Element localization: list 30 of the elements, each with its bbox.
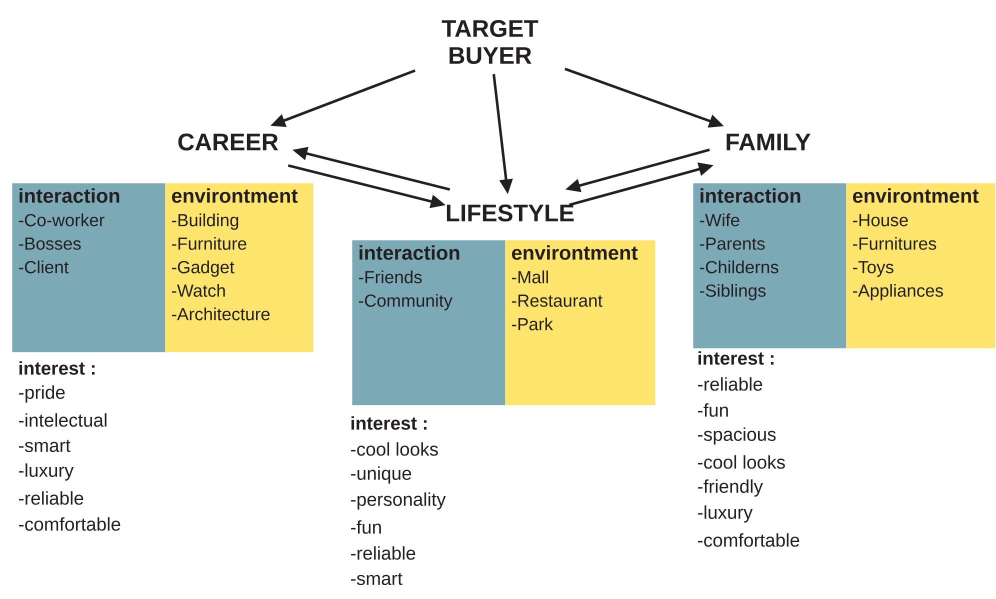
category-box: interaction -Wife -Parents -Childerns -Siblings: [693, 183, 846, 348]
list-item: -comfortable: [19, 517, 120, 531]
heading-text: FAMILY: [726, 134, 811, 150]
list-item: -luxury: [19, 463, 74, 481]
list-item: -spacious: [698, 427, 776, 445]
category-box: environtment -House -Furnitures -Toys -Appliances: [846, 183, 996, 348]
list-item: -intelectual: [19, 413, 106, 427]
heading-text: TARGET BUYER: [442, 20, 538, 64]
category-box: environtment -Building -Furniture -Gadget -Watch -Architecture: [165, 183, 314, 352]
list-item: -reliable: [19, 491, 84, 505]
list-item: -comfortable: [698, 533, 800, 547]
heading-text: CAREER: [178, 134, 278, 150]
list-item: -unique: [351, 466, 412, 484]
list-item: -reliable: [698, 377, 762, 391]
list-item: -fun: [698, 403, 728, 417]
category-box: interaction -Co-worker -Bosses -Client: [12, 183, 166, 352]
list-item: -pride: [19, 385, 65, 403]
list-item: -friendly: [698, 479, 763, 497]
list-item: -smart: [351, 572, 402, 586]
list-item: -fun: [351, 520, 381, 534]
list-item: -smart: [19, 440, 70, 452]
heading-text: LIFESTYLE: [446, 204, 574, 222]
list-item: -luxury: [698, 505, 753, 523]
category-box: interaction -Friends -Community: [352, 240, 506, 406]
list-heading: interest :: [698, 351, 774, 365]
list-item: -cool looks: [351, 442, 438, 456]
list-item: -reliable: [351, 546, 416, 560]
list-item: -personality: [351, 492, 446, 510]
list-item: -cool looks: [698, 455, 785, 469]
category-box: environtment -Mall -Restaurant -Park: [505, 240, 656, 406]
